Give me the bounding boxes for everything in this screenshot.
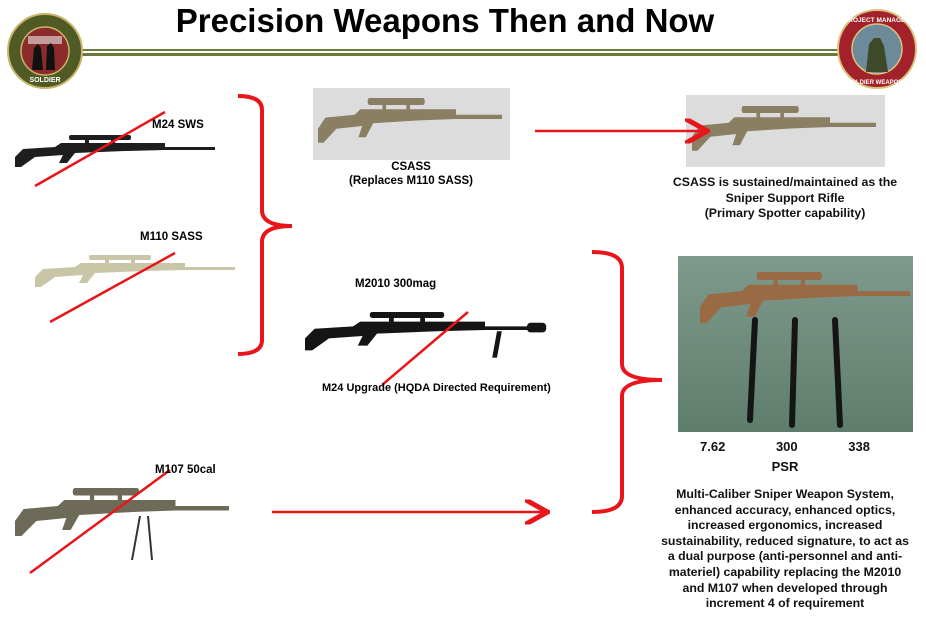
description-line: a dual purpose (anti-personnel and anti- <box>667 549 903 564</box>
csass-sublabel: (Replaces M110 SASS) <box>348 175 473 187</box>
description-line: increment 4 of requirement <box>705 596 865 611</box>
svg-text:PROJECT MANAGER: PROJECT MANAGER <box>844 17 910 24</box>
m2010-label: M2010 300mag <box>355 278 437 290</box>
slide-title: Precision Weapons Then and Now <box>175 2 715 39</box>
caption-line: CSASS is sustained/maintained as the <box>672 175 898 189</box>
description-line: increased ergonomics, increased <box>687 518 883 533</box>
description-line: sustainability, reduced signature, to ac… <box>661 533 909 548</box>
pm-soldier-weapons-logo: PROJECT MANAGER SOLDIER WEAPONS <box>837 9 917 89</box>
caption-line: (Primary Spotter capability) <box>704 206 866 221</box>
svg-text:SOLDIER WEAPONS: SOLDIER WEAPONS <box>847 80 906 86</box>
m107-bipod <box>131 515 153 561</box>
caliber-300: 300 <box>775 439 798 454</box>
description-line: Multi-Caliber Sniper Weapon System, <box>676 487 894 501</box>
description-line: and M107 when developed through <box>682 580 888 595</box>
header-rule <box>70 49 860 53</box>
right-bracket <box>591 250 663 514</box>
caliber-338: 338 <box>848 439 870 454</box>
obsolete-slashes <box>29 110 469 575</box>
description-line: enhanced accuracy, enhanced optics, <box>674 502 896 517</box>
m107-rifle-image <box>15 488 230 536</box>
psr-barrels <box>747 317 843 428</box>
psr-calibers: 7.62 300 338 <box>700 439 870 455</box>
psr-rifle-image <box>700 272 910 324</box>
m2010-rifle-image <box>305 312 547 358</box>
description-line: materiel) capability replacing the M2010 <box>668 564 902 579</box>
peo-soldier-logo: SOLDIER <box>7 13 83 89</box>
m110-label: M110 SASS <box>140 231 203 243</box>
csass-caption: CSASS (Replaces M110 SASS) <box>311 160 511 188</box>
m2010-note: M24 Upgrade (HQDA Directed Requirement) <box>322 382 551 394</box>
csass-sustained-rifle-image <box>692 106 876 151</box>
psr-description: Multi-Caliber Sniper Weapon System, enha… <box>640 487 926 612</box>
svg-text:SOLDIER: SOLDIER <box>29 77 60 84</box>
csass-rifle-image <box>318 98 502 143</box>
caption-line: Sniper Support Rifle <box>725 190 845 205</box>
caliber-762: 7.62 <box>700 439 726 454</box>
psr-label: PSR <box>771 459 799 474</box>
csass-label: CSASS <box>391 161 431 173</box>
left-bracket <box>237 94 293 356</box>
m110-rifle-image <box>35 255 235 287</box>
m107-label: M107 50cal <box>155 464 216 476</box>
csass-sustained-caption: CSASS is sustained/maintained as the Sni… <box>645 175 925 222</box>
m24-label: M24 SWS <box>152 119 204 131</box>
